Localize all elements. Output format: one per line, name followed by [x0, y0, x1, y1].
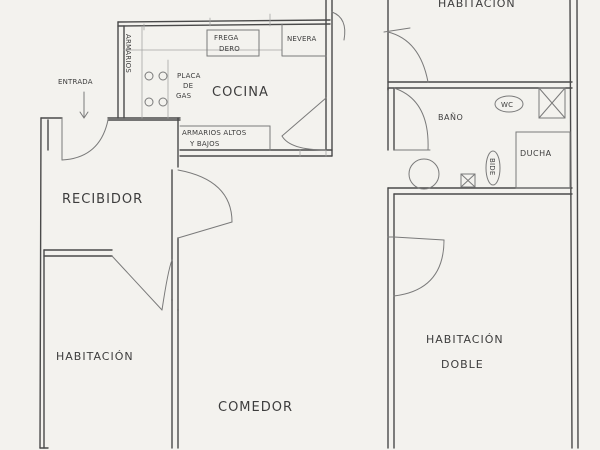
- ducha-label: DUCHA: [520, 149, 552, 158]
- left-inner-wall: [43, 119, 49, 449]
- armarios-ticks: [299, 149, 327, 157]
- entrada-label: ENTRADA: [58, 78, 93, 86]
- habitacion-top-door-leaf: [383, 27, 411, 33]
- bathroom-fixtures: [408, 87, 571, 190]
- fregadero-label-line2: DERO: [219, 45, 240, 53]
- bide-bowl: [485, 150, 501, 186]
- habitacion-left-label: HABITACIÓN: [56, 350, 134, 363]
- comedor-label: COMEDOR: [218, 400, 293, 415]
- kitchen-top-wall: [117, 19, 331, 27]
- wc-label: WC: [501, 101, 513, 109]
- wc-bowl: [494, 95, 524, 113]
- entrance-door-arc: [61, 119, 109, 161]
- habitacion-door-leaf: [111, 255, 163, 311]
- kitchen-fixtures: [123, 13, 327, 157]
- small-cross-box: [460, 173, 476, 188]
- bano-door-arc: [393, 87, 429, 151]
- kitchen-ticks: [143, 13, 271, 31]
- right-outer-wall: [569, 0, 579, 449]
- recibidor-door-arc: [177, 169, 233, 223]
- habitacion-doble-label-line2: DOBLE: [441, 358, 484, 371]
- placa-label-line3: GAS: [176, 92, 192, 100]
- entrada-arrow: [79, 91, 89, 119]
- cocina-label: COCINA: [212, 85, 269, 100]
- walls: [39, 0, 579, 449]
- kitchen-counter: [123, 25, 283, 119]
- gas-burner: [144, 71, 154, 81]
- placa-label-line1: PLACA: [177, 72, 201, 80]
- recibidor-label: RECIBIDOR: [62, 192, 143, 207]
- kitchen-bottom-wall: [179, 149, 333, 157]
- doble-left-wall: [387, 187, 395, 449]
- recibidor-bottom-wall: [43, 249, 113, 257]
- left-outer-wall: [39, 117, 42, 449]
- recibidor-door-leaf: [177, 221, 233, 239]
- kitchen-right-wall: [325, 0, 333, 157]
- doble-door-leaf: [393, 236, 445, 241]
- bano-left-wall: [387, 87, 395, 151]
- habitacion-door-arc: [161, 259, 173, 311]
- bide-label: BIDE: [488, 158, 496, 175]
- window-cross: [538, 87, 566, 119]
- habitacion-top-label: HABITACIÓN: [438, 0, 516, 10]
- window-box: [538, 87, 566, 119]
- ducha-box: [515, 131, 571, 189]
- small-cross: [460, 173, 476, 188]
- top-door-arc: [331, 11, 346, 41]
- fregadero-label-line1: FREGA: [214, 34, 239, 42]
- bano-bottom-wall: [387, 187, 573, 195]
- doble-door-arc: [393, 239, 445, 297]
- nevera-box: [281, 23, 327, 57]
- fregadero-box: [206, 29, 260, 57]
- kitchen-door-leaf: [281, 97, 327, 137]
- habitacion-right-wall: [171, 299, 179, 449]
- gas-burner: [158, 97, 168, 107]
- kitchen-door-arc: [281, 135, 327, 151]
- bano-label: BAÑO: [438, 112, 463, 122]
- labels: HABITACIÓN FREGA DERO NEVERA ARMARIOS EN…: [56, 0, 552, 415]
- armarios-label-line2: Y BAJOS: [189, 140, 220, 148]
- armarios-box: [179, 125, 271, 151]
- armarios-vertical-label: ARMARIOS: [124, 34, 132, 73]
- gas-burner: [158, 71, 168, 81]
- habitacion-doble-label-line1: HABITACIÓN: [426, 333, 504, 346]
- lavabo: [408, 158, 440, 190]
- placa-label-line2: DE: [183, 82, 193, 90]
- doors: [61, 11, 445, 311]
- nevera-label: NEVERA: [287, 35, 316, 43]
- gas-burner: [144, 97, 154, 107]
- kitchen-left-wall: [117, 21, 125, 119]
- armarios-label-line1: ARMARIOS ALTOS: [182, 129, 247, 137]
- habitacion-top-door-arc: [387, 31, 429, 83]
- bano-top-wall: [387, 81, 573, 89]
